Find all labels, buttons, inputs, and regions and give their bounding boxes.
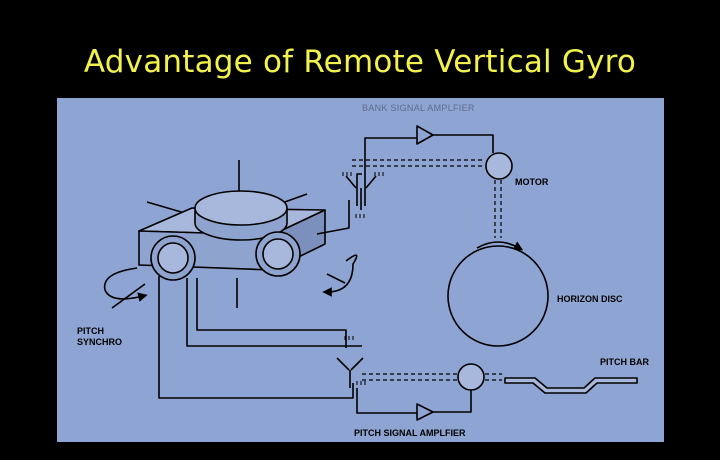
slide-title: Advantage of Remote Vertical Gyro bbox=[83, 44, 637, 80]
horizon-disc bbox=[447, 245, 549, 347]
pitch-synchro bbox=[336, 336, 366, 388]
pitch-bar bbox=[504, 377, 638, 394]
pitch-rotation-arrow bbox=[103, 267, 148, 302]
motor bbox=[485, 152, 513, 180]
bank-amplifier-label: BANK SIGNAL AMPLFIER bbox=[362, 103, 475, 113]
pitch-synchro-label: PITCH SYNCHRO bbox=[77, 326, 123, 347]
bank-synchro bbox=[342, 172, 384, 218]
disc-rotation-arrow bbox=[476, 241, 524, 251]
pitch-motor bbox=[457, 363, 485, 391]
gyro-diagram: BANK SIGNAL AMPLFIER MOTOR HORIZON DISC … bbox=[57, 98, 664, 442]
roll-rotation-arrow bbox=[322, 254, 358, 297]
pitch-bar-label: PITCH BAR bbox=[600, 357, 649, 367]
pitch-amplifier-symbol bbox=[416, 403, 434, 421]
diagram-drawing bbox=[103, 125, 638, 421]
bank-amplifier-symbol bbox=[416, 125, 434, 145]
pitch-amplifier-label: PITCH SIGNAL AMPLFIER bbox=[354, 428, 466, 438]
gyro-unit bbox=[138, 160, 326, 308]
motor-label: MOTOR bbox=[515, 177, 549, 187]
horizon-disc-label: HORIZON DISC bbox=[557, 294, 623, 304]
